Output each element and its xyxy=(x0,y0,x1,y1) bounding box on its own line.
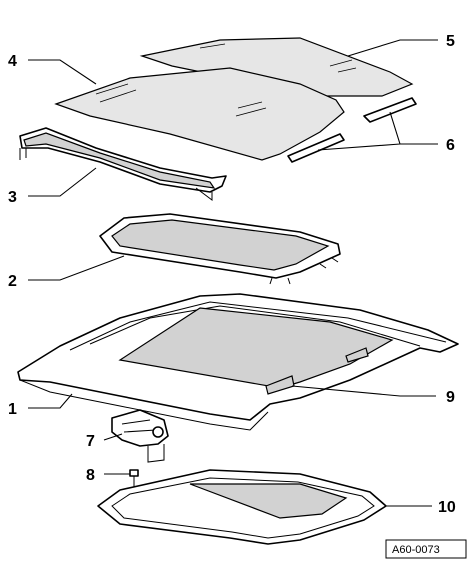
label-1: 1 xyxy=(8,401,17,418)
part-6-trim-strips xyxy=(287,97,417,163)
part-10-frame xyxy=(97,469,387,545)
part-1-roof-panel xyxy=(17,293,459,431)
label-6: 6 xyxy=(446,137,455,154)
part-4-glass-cover xyxy=(54,67,345,161)
leader-lines xyxy=(28,39,438,507)
label-8: 8 xyxy=(86,467,95,484)
label-4: 4 xyxy=(8,53,17,70)
label-3: 3 xyxy=(8,189,17,206)
label-5: 5 xyxy=(446,33,455,50)
reference-code-box: A60-0073 xyxy=(385,539,467,559)
label-9: 9 xyxy=(446,389,455,406)
label-10: 10 xyxy=(438,499,456,516)
reference-code: A60-0073 xyxy=(392,544,440,556)
part-3-wind-deflector xyxy=(19,127,227,201)
label-2: 2 xyxy=(8,273,17,290)
part-2-seal-frame xyxy=(99,213,341,285)
part-7-motor xyxy=(111,409,169,463)
label-7: 7 xyxy=(86,433,95,450)
